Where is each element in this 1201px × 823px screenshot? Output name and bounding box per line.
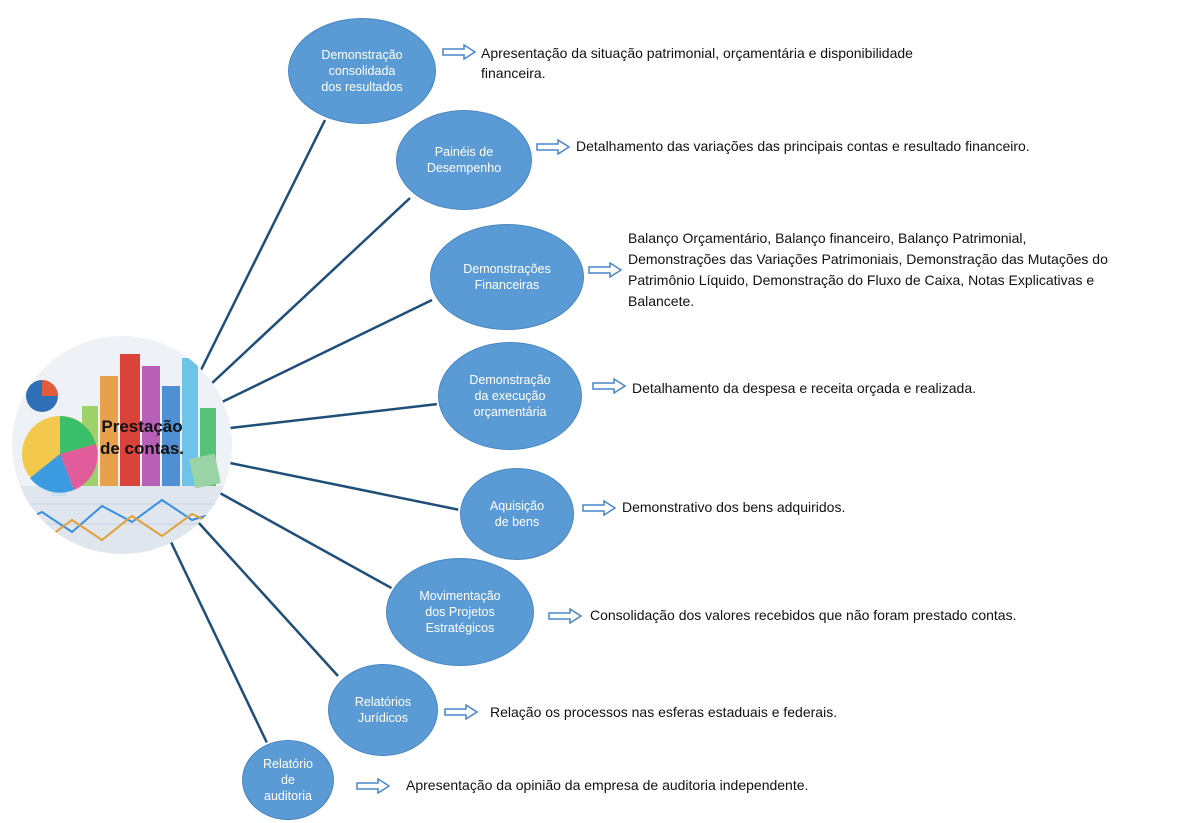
arrow-right-icon: [356, 778, 390, 794]
arrow-right-icon: [588, 262, 622, 278]
node-label: Demonstração consolidada dos resultados: [321, 48, 403, 94]
connector-line: [229, 461, 461, 512]
arrow-right-icon: [444, 704, 478, 720]
connector-line: [217, 490, 396, 592]
node-label: Demonstração da execução orçamentária: [469, 373, 551, 419]
node-aquisicao-bens: Aquisição de bens: [458, 466, 576, 562]
hub-title: Prestação de contas.: [99, 417, 185, 458]
node-label: Relatório de auditoria: [262, 757, 314, 803]
branch-description: Apresentação da situação patrimonial, or…: [481, 45, 913, 81]
node-paineis-desempenho: Painéis de Desempenho: [394, 108, 534, 212]
arrow-right-icon: [582, 500, 616, 516]
node-relatorio-auditoria: Relatório de auditoria: [240, 738, 336, 822]
connector-line: [221, 298, 433, 404]
node-label: Painéis de Desempenho: [426, 145, 502, 175]
branch-description: Relação os processos nas esferas estadua…: [490, 704, 838, 720]
node-demonstracao-consolidada: Demonstração consolidada dos resultados: [286, 16, 438, 126]
branch-description: Detalhamento da despesa e receita orçada…: [632, 380, 976, 396]
branch-description: Detalhamento das variações das principai…: [576, 138, 1030, 154]
charts-collage-icon: [12, 336, 232, 554]
arrow-right-icon: [548, 608, 582, 624]
connector-line: [209, 197, 411, 386]
node-label: Relatórios Jurídicos: [354, 695, 412, 725]
arrow-right-icon: [442, 44, 476, 60]
node-label: Aquisição de bens: [489, 499, 545, 529]
node-demonstracoes-financeiras: Demonstrações Financeiras: [428, 222, 586, 332]
node-projetos-estrategicos: Movimentação dos Projetos Estratégicos: [384, 556, 536, 668]
branch-description: Apresentação da opinião da empresa de au…: [406, 777, 809, 793]
branch-description: Balanço Orçamentário, Balanço financeiro…: [628, 230, 1108, 309]
branch-description: Demonstrativo dos bens adquiridos.: [622, 499, 846, 515]
node-relatorios-juridicos: Relatórios Jurídicos: [326, 662, 440, 758]
hub-chart-image: Prestação de contas.: [12, 336, 232, 554]
arrow-right-icon: [592, 378, 626, 394]
node-execucao-orcamentaria: Demonstração da execução orçamentária: [436, 340, 584, 452]
branch-description: Consolidação dos valores recebidos que n…: [590, 607, 1017, 623]
node-label: Movimentação dos Projetos Estratégicos: [419, 589, 501, 635]
connector-line: [168, 539, 270, 746]
arrow-right-icon: [536, 139, 570, 155]
node-label: Demonstrações Financeiras: [463, 262, 551, 292]
connector-line: [229, 402, 439, 430]
connector-line: [198, 119, 327, 373]
